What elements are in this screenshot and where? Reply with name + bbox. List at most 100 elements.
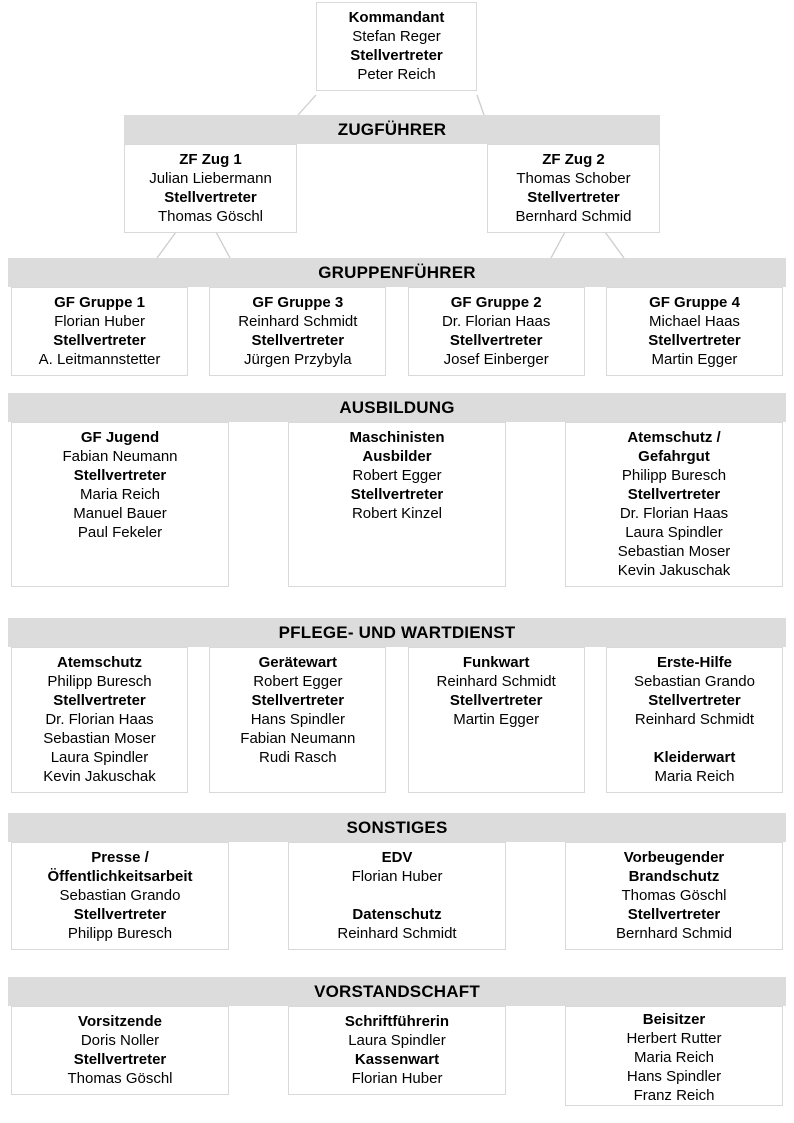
- person-name: Michael Haas: [649, 313, 740, 330]
- person-name: A. Leitmannstetter: [38, 351, 161, 368]
- role-label: Öffentlichkeitsarbeit: [47, 868, 193, 885]
- role-label: EDV: [381, 849, 413, 866]
- person-name: Doris Noller: [80, 1032, 160, 1049]
- person-name: Martin Egger: [651, 351, 738, 368]
- person-name: Maria Reich: [79, 486, 161, 503]
- role-label: Datenschutz: [352, 906, 442, 923]
- person-name: Paul Fekeler: [77, 524, 163, 541]
- person-name: Bernhard Schmid: [616, 925, 732, 942]
- blank-line: [609, 729, 780, 748]
- person-name: Thomas Schober: [516, 170, 631, 187]
- role-label: Stellvertreter: [73, 467, 167, 484]
- section-header-sonstiges: SONSTIGES: [8, 813, 786, 842]
- role-label: Stellvertreter: [449, 332, 543, 349]
- person-name: Philipp Buresch: [47, 673, 152, 690]
- role-label: Stellvertreter: [527, 189, 620, 206]
- person-name: Florian Huber: [54, 313, 145, 330]
- person-name: Dr. Florian Haas: [619, 505, 729, 522]
- connector-zug1-left: [156, 231, 177, 259]
- person-name: Kevin Jakuschak: [43, 768, 156, 785]
- role-label: Stellvertreter: [449, 692, 543, 709]
- connector-zug2-left: [550, 231, 566, 259]
- person-name: Dr. Florian Haas: [45, 711, 154, 728]
- connector-zug2-right: [604, 231, 625, 259]
- role-label: Stellvertreter: [627, 906, 721, 923]
- role-label: Gefahrgut: [638, 448, 710, 465]
- person-name: Thomas Göschl: [67, 1070, 173, 1087]
- person-name: Hans Spindler: [250, 711, 345, 728]
- role-label: GF Gruppe 2: [450, 294, 542, 311]
- connector-kommandant-zug2: [476, 94, 485, 116]
- role-label: GF Jugend: [80, 429, 160, 446]
- section-header-zugfuehrer: ZUGFÜHRER: [124, 115, 660, 144]
- person-name: Maria Reich: [633, 1049, 715, 1066]
- person-name: Robert Egger: [352, 467, 442, 484]
- role-label: Stellvertreter: [73, 1051, 167, 1068]
- role-label: Presse /: [91, 849, 149, 866]
- person-name: Reinhard Schmidt: [238, 313, 358, 330]
- section-header-ausbildung: AUSBILDUNG: [8, 393, 786, 422]
- person-name: Laura Spindler: [625, 524, 723, 541]
- role-label: Schriftführerin: [344, 1013, 450, 1030]
- role-label: Erste-Hilfe: [656, 654, 732, 671]
- blank-line: [291, 886, 503, 905]
- section-header-vorstandschaft: VORSTANDSCHAFT: [8, 977, 786, 1006]
- person-name: Sebastian Grando: [634, 673, 755, 690]
- person-name: Laura Spindler: [50, 749, 149, 766]
- section-header-gruppenfuehrer: GRUPPENFÜHRER: [8, 258, 786, 287]
- role-label: Stellvertreter: [648, 692, 741, 709]
- role-label: Beisitzer: [642, 1011, 706, 1028]
- role-label: Stellvertreter: [627, 486, 721, 503]
- person-name: Julian Liebermann: [149, 170, 272, 187]
- person-name: Herbert Rutter: [626, 1030, 722, 1047]
- person-name: Philipp Buresch: [67, 925, 173, 942]
- role-label: GF Gruppe 3: [252, 294, 344, 311]
- person-name: Fabian Neumann: [62, 448, 178, 465]
- person-name: Sebastian Grando: [59, 887, 181, 904]
- person-name: Maria Reich: [654, 768, 735, 785]
- role-label: Stellvertreter: [648, 332, 741, 349]
- role-label: Kommandant: [348, 9, 445, 26]
- role-label: Stellvertreter: [53, 332, 146, 349]
- role-label: Vorbeugender: [623, 849, 725, 866]
- person-name: Reinhard Schmidt: [634, 711, 755, 728]
- person-name: Peter Reich: [357, 66, 436, 83]
- role-label: Ausbilder: [362, 448, 432, 465]
- role-label: Vorsitzende: [78, 1013, 162, 1030]
- person-name: Thomas Göschl: [157, 208, 264, 225]
- person-name: Florian Huber: [351, 868, 443, 885]
- person-name: Reinhard Schmidt: [337, 925, 457, 942]
- role-label: Stellvertreter: [73, 906, 167, 923]
- person-name: Rudi Rasch: [259, 749, 337, 766]
- person-name: Thomas Göschl: [621, 887, 727, 904]
- role-label: Stellvertreter: [251, 332, 345, 349]
- role-label: Stellvertreter: [164, 189, 257, 206]
- person-name: Florian Huber: [351, 1070, 443, 1087]
- role-label: Stellvertreter: [350, 486, 444, 503]
- person-name: Manuel Bauer: [73, 505, 167, 522]
- role-label: Stellvertreter: [251, 692, 345, 709]
- role-label: Gerätewart: [258, 654, 338, 671]
